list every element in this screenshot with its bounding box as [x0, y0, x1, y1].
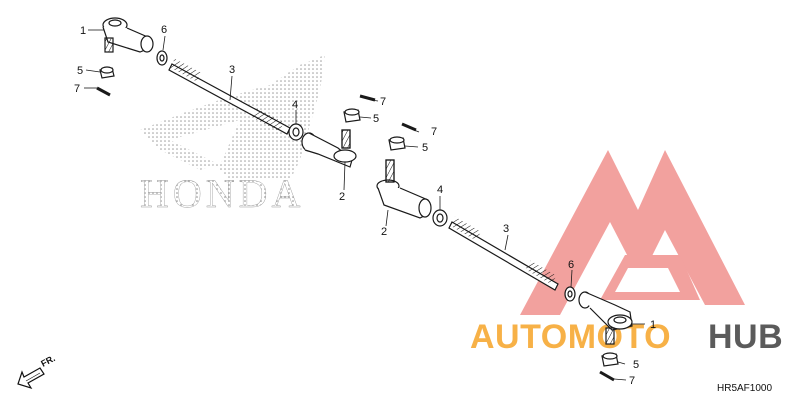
- ball-joint-upper: [301, 129, 357, 168]
- callout-tie-rod-2: 3: [503, 223, 509, 235]
- callout-washer-1: 6: [161, 24, 167, 36]
- castle-nut-lower-mid: [388, 136, 406, 151]
- callout-labels: 1 6 5 7 3 4 7 5 2 7 5 4 2 3 6 1 5 7: [74, 24, 656, 387]
- cotter-pin-lower-mid: [401, 122, 417, 132]
- callout-tie-rod-end-right: 1: [650, 319, 656, 331]
- front-label: FR.: [39, 353, 56, 369]
- tie-rod-lower: [448, 216, 559, 291]
- callout-ball-joint-2: 2: [381, 226, 387, 238]
- callout-cotter-pin-1: 7: [74, 83, 80, 95]
- callout-cotter-pin-3: 7: [431, 126, 437, 138]
- dealer-text-watermark: AUTOMOTO HUB: [470, 318, 783, 356]
- cotter-pin-upper-left: [96, 86, 111, 97]
- front-direction-indicator: FR.: [17, 353, 57, 390]
- tie-rod-end-lower: [578, 291, 633, 345]
- front-arrow-icon: [17, 367, 45, 390]
- callout-lock-nut-2: 4: [437, 184, 443, 196]
- callout-lock-nut-1: 4: [292, 99, 298, 111]
- castle-nut-upper-mid: [343, 108, 361, 123]
- callout-castle-nut-3: 5: [422, 142, 428, 154]
- callout-ball-joint-1: 2: [339, 191, 345, 203]
- callout-washer-2: 6: [568, 259, 574, 271]
- ball-joint-lower: [376, 159, 432, 219]
- tie-rod-end-upper: [102, 17, 154, 53]
- callout-cotter-pin-2: 7: [380, 96, 386, 108]
- castle-nut-lower-right: [601, 352, 619, 367]
- honda-wing-watermark: HONDA: [140, 55, 325, 216]
- callout-tie-rod-end-left: 1: [80, 25, 86, 37]
- callout-castle-nut-2: 5: [373, 113, 379, 125]
- callout-castle-nut-4: 5: [633, 359, 639, 371]
- lower-tie-rod-assembly: [376, 122, 633, 382]
- dealer-watermark-part2: HUB: [708, 318, 783, 356]
- callout-castle-nut-1: 5: [77, 65, 83, 77]
- diagram-code: HR5AF1000: [717, 383, 772, 394]
- callout-cotter-pin-4: 7: [629, 375, 635, 387]
- callout-tie-rod-1: 3: [229, 64, 235, 76]
- honda-watermark-text: HONDA: [140, 171, 304, 216]
- dealer-triangle-logo: [520, 150, 745, 315]
- cotter-pin-lower-right: [599, 370, 615, 382]
- castle-nut-upper-left: [99, 66, 115, 79]
- tie-rod-upper: [168, 58, 291, 135]
- leader-lines: [84, 29, 645, 381]
- cotter-pin-upper-mid: [359, 94, 376, 102]
- upper-tie-rod-assembly: [96, 17, 376, 168]
